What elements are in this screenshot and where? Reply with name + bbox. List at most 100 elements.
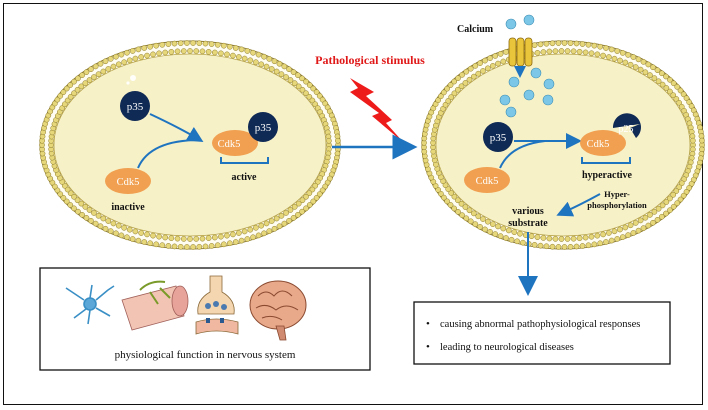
membrane-bead xyxy=(475,213,482,220)
inactive-label: inactive xyxy=(111,202,145,213)
physiology-caption: physiological function in nervous system xyxy=(115,349,296,361)
p35-protein-icon xyxy=(120,91,150,121)
membrane-bead xyxy=(444,85,450,92)
right-cdk5-label: Cdk5 xyxy=(476,176,499,187)
membrane-bead xyxy=(54,187,61,194)
membrane-bead xyxy=(480,68,486,74)
membrane-bead xyxy=(432,101,439,108)
left-membrane-beads-inner xyxy=(48,48,332,242)
membrane-bead xyxy=(63,85,70,92)
right-p35-label: p35 xyxy=(490,132,507,144)
membrane-bead xyxy=(655,205,662,212)
membrane-bead xyxy=(241,228,248,235)
membrane-bead xyxy=(271,58,278,65)
neuron-icon xyxy=(65,284,115,325)
membrane-bead xyxy=(659,202,666,209)
membrane-bead xyxy=(253,59,259,66)
membrane-bead xyxy=(263,63,270,70)
membrane-bead xyxy=(174,235,181,242)
membrane-bead xyxy=(674,200,681,206)
membrane-bead xyxy=(224,232,230,239)
membrane-bead xyxy=(165,41,172,47)
membrane-bead xyxy=(582,234,589,241)
membrane-bead xyxy=(64,97,71,104)
membrane-bead xyxy=(244,48,251,54)
membrane-bead xyxy=(663,210,669,217)
membrane-bead xyxy=(480,216,486,222)
membrane-bead xyxy=(632,64,639,70)
membrane-bead xyxy=(635,227,642,234)
membrane-bead xyxy=(102,225,109,232)
membrane-bead xyxy=(78,200,85,207)
membrane-bead xyxy=(263,220,270,227)
membrane-bead xyxy=(603,45,609,51)
membrane-bead xyxy=(619,50,626,56)
membrane-bead xyxy=(110,63,117,70)
membrane-bead xyxy=(261,230,267,237)
membrane-bead xyxy=(67,82,74,88)
calcium-channel-icon xyxy=(508,37,533,67)
membrane-bead xyxy=(677,87,684,94)
membrane-bead xyxy=(95,212,102,219)
membrane-bead xyxy=(226,240,233,247)
membrane-bead xyxy=(144,231,150,238)
membrane-bead xyxy=(271,225,278,232)
outcome-bullet: • xyxy=(426,318,430,330)
membrane-bead xyxy=(281,220,288,227)
membrane-bead xyxy=(597,240,604,247)
phosphorylation-arrow xyxy=(556,193,601,217)
membrane-bead xyxy=(579,243,586,249)
membrane-bead xyxy=(319,187,326,194)
membrane-bead xyxy=(667,195,673,202)
membrane-bead xyxy=(278,71,285,78)
membrane-bead xyxy=(594,232,601,239)
membrane-bead xyxy=(135,46,142,53)
substrate-label-line2: substrate xyxy=(508,218,548,229)
membrane-bead xyxy=(659,81,666,88)
membrane-bead xyxy=(647,72,653,78)
membrane-bead xyxy=(635,56,642,63)
membrane-bead xyxy=(540,235,547,241)
membrane-bead xyxy=(141,45,148,51)
membrane-bead xyxy=(202,243,209,250)
membrane-bead xyxy=(299,86,306,93)
membrane-bead xyxy=(250,234,256,241)
membrane-bead xyxy=(266,56,273,62)
calcium-label: Calcium xyxy=(457,24,494,35)
membrane-bead xyxy=(549,243,556,250)
membrane-bead xyxy=(647,212,653,218)
membrane-bead xyxy=(71,205,77,212)
membrane-bead xyxy=(650,64,656,71)
membrane-bead xyxy=(306,93,313,100)
membrane-bead xyxy=(107,56,114,62)
membrane-bead xyxy=(617,57,623,64)
calcium-ion-icon xyxy=(505,106,517,118)
membrane-bead xyxy=(273,68,280,75)
membrane-bead xyxy=(625,52,631,58)
membrane-bead xyxy=(447,202,454,208)
membrane-bead xyxy=(517,230,523,237)
membrane-bead xyxy=(295,200,302,207)
membrane-bead xyxy=(51,100,58,107)
membrane-bead xyxy=(514,238,521,245)
membrane-bead xyxy=(673,96,680,102)
membrane-bead xyxy=(312,101,319,108)
calcium-ion-icon xyxy=(505,18,517,30)
membrane-bead xyxy=(247,57,254,64)
left-cell: p35 Cdk5 inactive Cdk5 p35 active xyxy=(39,40,341,250)
cdk5-inactive-label: Cdk5 xyxy=(117,177,140,188)
membrane-bead xyxy=(573,243,580,250)
membrane-bead xyxy=(75,75,81,82)
membrane-bead xyxy=(247,226,254,233)
p35-protein-icon xyxy=(483,122,513,152)
membrane-bead xyxy=(555,244,562,250)
membrane-bead xyxy=(253,224,259,231)
membrane-bead xyxy=(447,82,454,88)
membrane-bead xyxy=(115,222,122,229)
membrane-bead xyxy=(673,188,680,194)
membrane-bead xyxy=(61,182,68,189)
membrane-bead xyxy=(667,76,673,83)
membrane-bead xyxy=(105,66,112,72)
p35-binding-arrow xyxy=(149,113,204,143)
left-membrane-beads-outer xyxy=(39,40,341,250)
